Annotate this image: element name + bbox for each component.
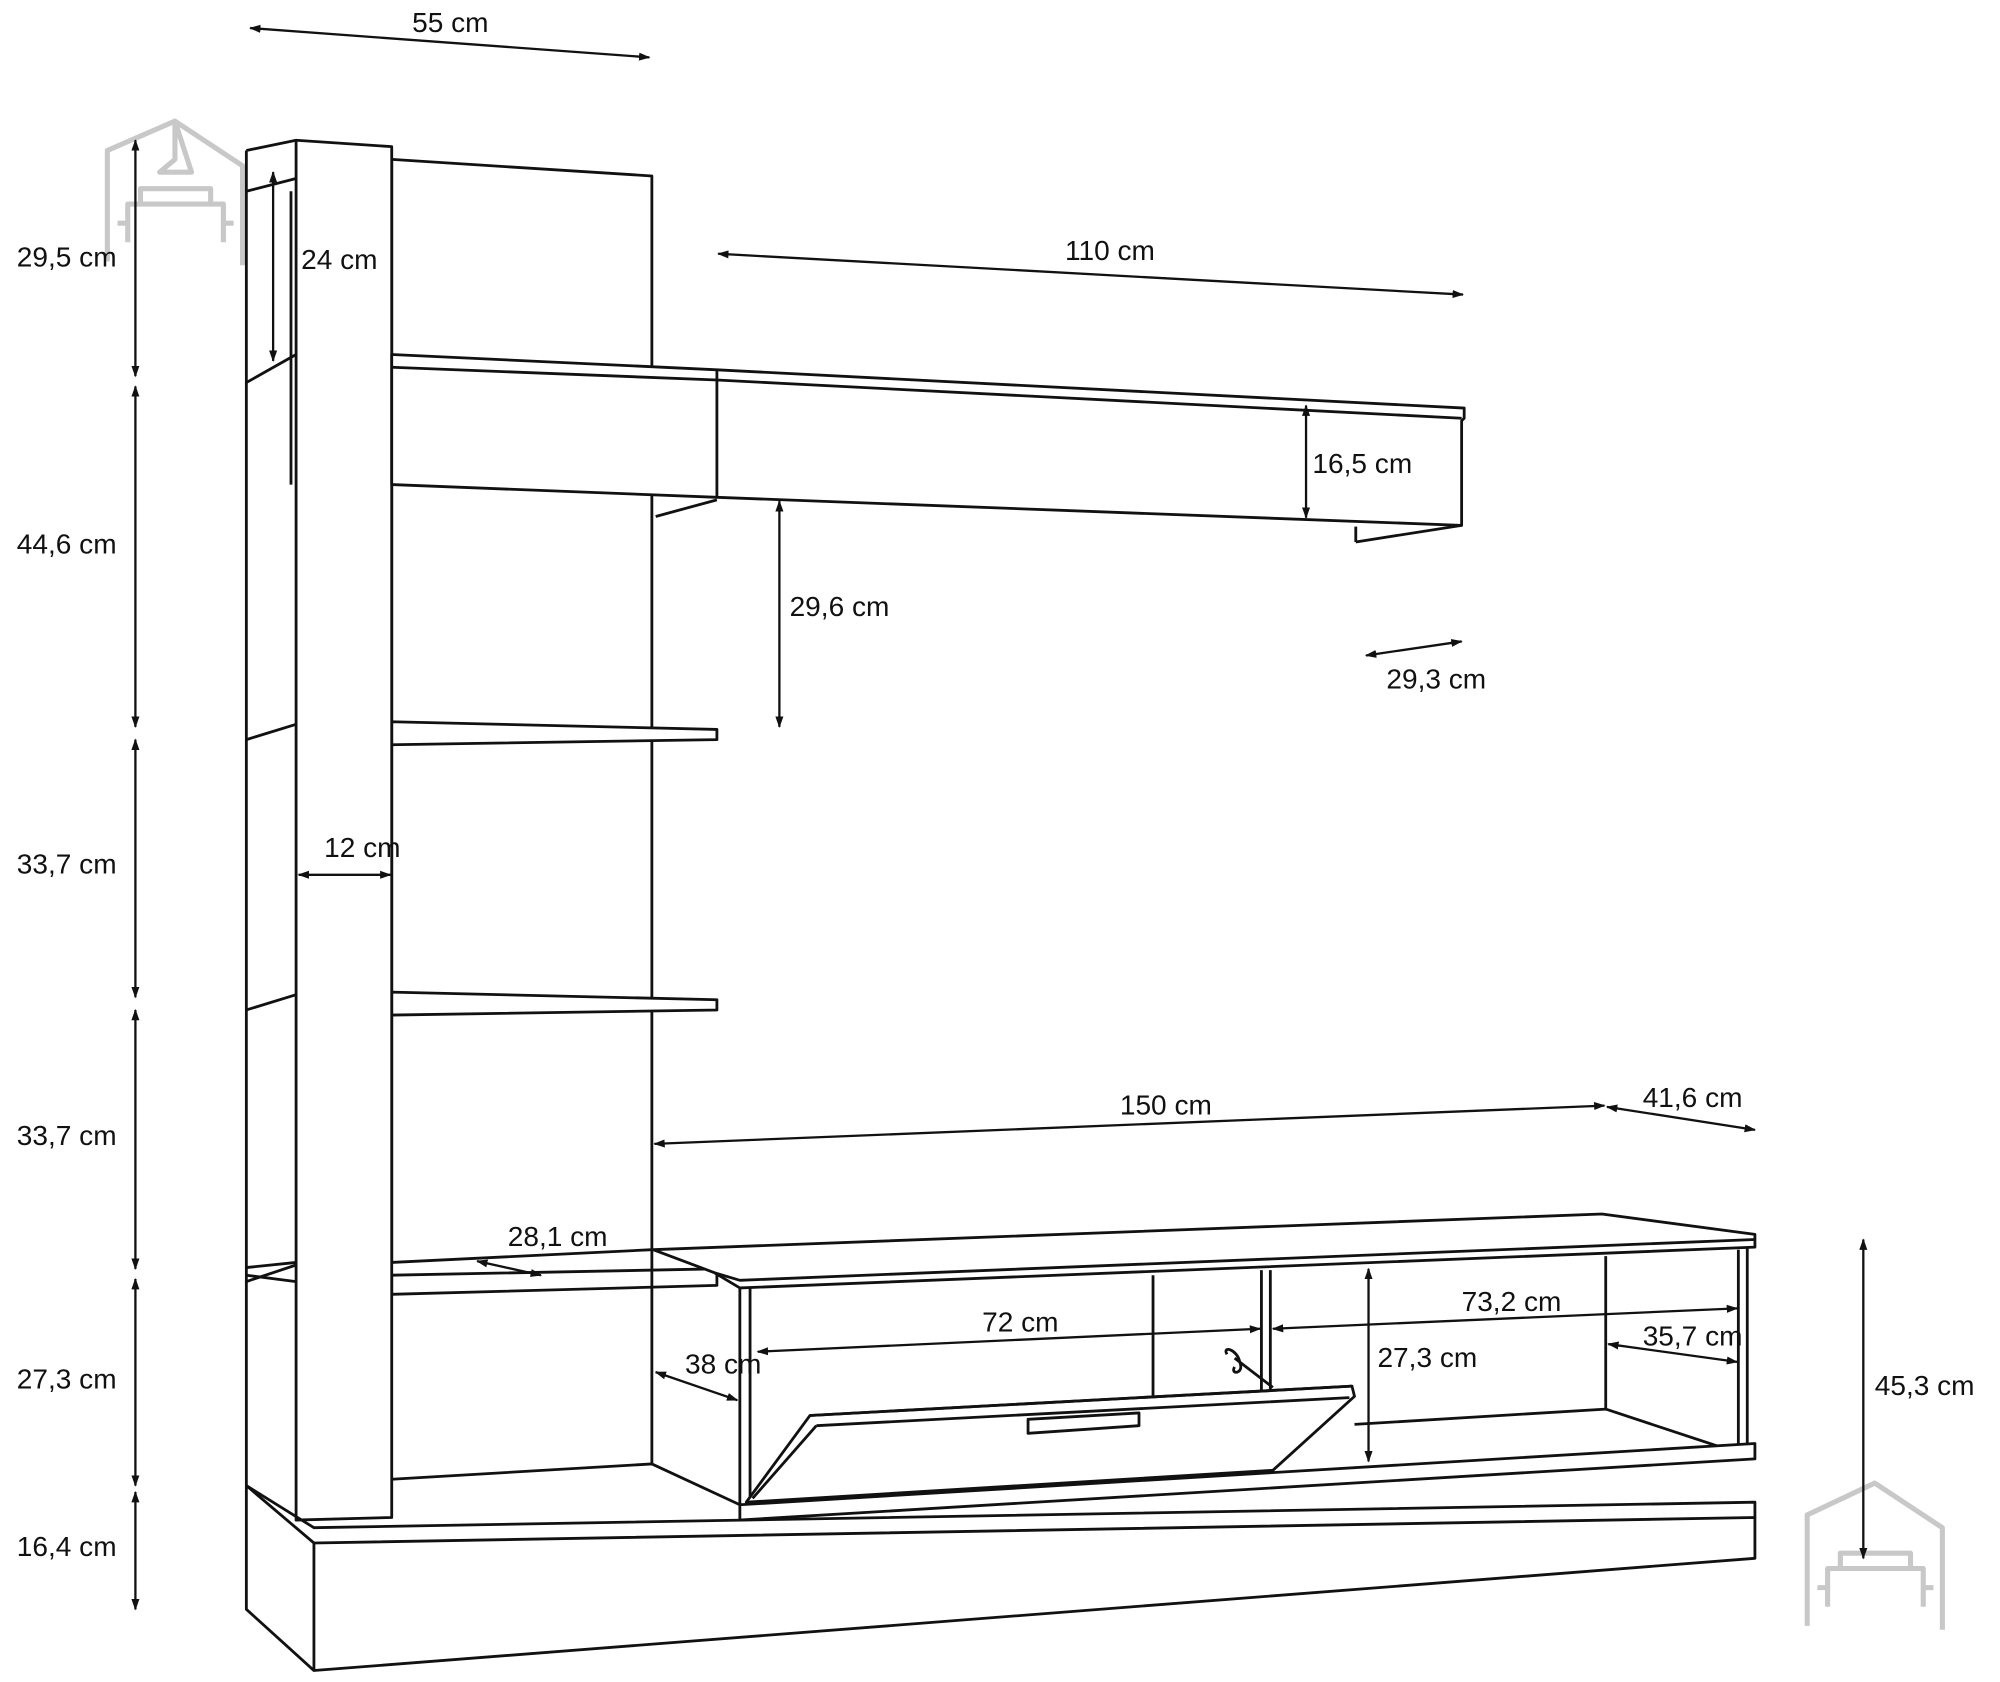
dim-column-width: 12 cm bbox=[324, 832, 400, 863]
dim-section-4: 33,7 cm bbox=[17, 1120, 117, 1151]
dim-right-compartment-depth: 35,7 cm bbox=[1643, 1320, 1743, 1351]
dim-section-3: 33,7 cm bbox=[17, 849, 117, 880]
dim-plinth: 16,4 cm bbox=[17, 1531, 117, 1562]
dim-tower-depth: 55 cm bbox=[412, 7, 488, 38]
bookcase-tower bbox=[244, 138, 719, 1522]
dim-cabinet-height: 45,3 cm bbox=[1875, 1370, 1975, 1401]
house-sofa-icon bbox=[104, 118, 246, 266]
dim-compartment-height: 27,3 cm bbox=[1377, 1342, 1477, 1373]
dim-cabinet-depth: 41,6 cm bbox=[1643, 1082, 1743, 1113]
dim-top-section: 29,5 cm bbox=[17, 242, 117, 273]
dim-flap-compartment-width: 72 cm bbox=[982, 1306, 1058, 1337]
dim-low-shelf-depth: 28,1 cm bbox=[508, 1221, 608, 1252]
dim-section-5: 27,3 cm bbox=[17, 1364, 117, 1395]
dim-right-compartment-width: 73,2 cm bbox=[1462, 1286, 1562, 1317]
dim-hanging-shelf-width: 110 cm bbox=[1065, 235, 1155, 266]
dimension-lines bbox=[131, 24, 1868, 1611]
house-sofa-icon bbox=[1804, 1480, 1945, 1630]
hanging-shelf bbox=[390, 353, 1466, 544]
dimension-labels: 55 cm 110 cm 16,5 cm 29,6 cm 29,3 cm 29,… bbox=[17, 7, 1975, 1562]
dim-inner-top: 24 cm bbox=[301, 244, 377, 275]
dim-left-compartment-depth: 38 cm bbox=[685, 1348, 761, 1379]
dim-hanging-shelf-height: 16,5 cm bbox=[1312, 448, 1412, 479]
tv-cabinet bbox=[244, 1212, 1757, 1672]
dim-cabinet-width: 150 cm bbox=[1120, 1090, 1212, 1121]
dim-hanging-shelf-depth: 29,3 cm bbox=[1386, 664, 1486, 695]
dim-shelf-gap: 29,6 cm bbox=[790, 591, 890, 622]
dim-section-2: 44,6 cm bbox=[17, 528, 117, 559]
